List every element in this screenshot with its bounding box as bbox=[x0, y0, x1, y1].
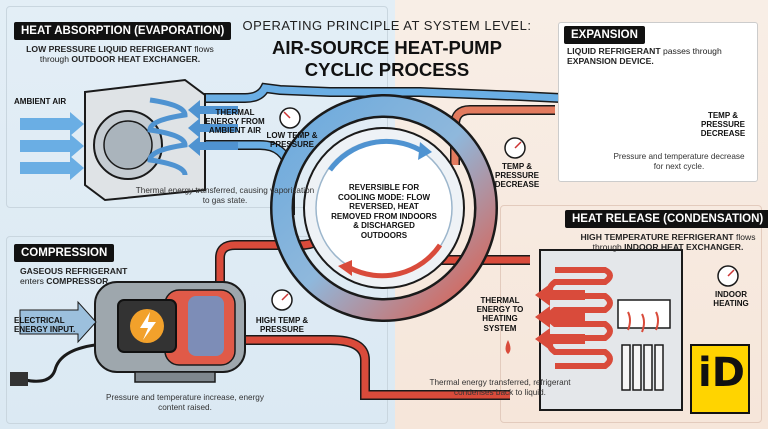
cycle-center-text: REVERSIBLE FOR COOLING MODE: FLOW REVERS… bbox=[331, 183, 437, 240]
expansion-desc-bold-2: EXPANSION DEVICE. bbox=[567, 56, 654, 67]
droplet-icon bbox=[505, 340, 511, 354]
absorption-desc-bold-1: LOW PRESSURE LIQUID REFRIGERANT bbox=[26, 44, 192, 54]
thermal-heating-label: THERMAL ENERGY TO HEATING SYSTEM bbox=[476, 296, 524, 333]
electrical-arrow bbox=[19, 300, 97, 344]
compression-desc-bold: GASEOUS REFRIGERANT bbox=[20, 266, 128, 276]
title-line-2: CYCLIC PROCESS bbox=[304, 58, 470, 80]
cycle-arrow-bottom bbox=[348, 243, 443, 279]
indoor-heating-label: INDOOR HEATING bbox=[713, 290, 749, 309]
absorption-desc-bold-2: OUTDOOR HEAT EXCHANGER. bbox=[71, 54, 201, 65]
expansion-desc-mid: passes through bbox=[660, 46, 722, 56]
power-plug bbox=[10, 372, 28, 386]
release-tag: HEAT RELEASE (CONDENSATION) bbox=[565, 210, 768, 228]
expansion-desc-bold-1: LIQUID REFRIGERANT bbox=[567, 46, 661, 56]
high-temp-label: HIGH TEMP & PRESSURE bbox=[255, 316, 309, 335]
ambient-air-label: AMBIENT AIR bbox=[14, 97, 67, 106]
compression-desc-mid: enters bbox=[20, 276, 47, 287]
compression-caption: Pressure and temperature increase, energ… bbox=[106, 393, 264, 412]
expansion-temp-label: TEMP & PRESSURE DECREASE bbox=[700, 111, 746, 139]
compression-description: GASEOUS REFRIGERANT enters COMPRESSOR. bbox=[20, 266, 140, 287]
electrical-input-label: ELECTRICAL ENERGY INPUT. bbox=[14, 316, 76, 335]
absorption-description: LOW PRESSURE LIQUID REFRIGERANT flows th… bbox=[20, 44, 220, 65]
absorption-caption: Thermal energy transferred, causing vapo… bbox=[135, 186, 315, 205]
absorption-tag: HEAT ABSORPTION (EVAPORATION) bbox=[14, 22, 232, 40]
gauge-indoor bbox=[717, 265, 739, 287]
gauge-temp-decrease bbox=[504, 137, 526, 159]
brand-logo: iD bbox=[690, 344, 750, 414]
expansion-tag: EXPANSION bbox=[564, 26, 645, 44]
low-temp-label: LOW TEMP & PRESSURE bbox=[266, 131, 318, 150]
brand-logo-text: iD bbox=[698, 350, 745, 396]
title-line-1: AIR-SOURCE HEAT-PUMP bbox=[272, 37, 502, 58]
expansion-caption: Pressure and temperature decrease for ne… bbox=[613, 152, 745, 171]
expansion-panel bbox=[558, 22, 758, 182]
release-desc-bold-2: INDOOR HEAT EXCHANGER. bbox=[624, 242, 744, 253]
thermal-to-heating-arrows bbox=[535, 284, 585, 350]
thermal-energy-label: THERMAL ENERGY FROM AMBIENT AIR bbox=[205, 108, 265, 136]
power-cable bbox=[24, 343, 96, 383]
release-desc-bold-1: HIGH TEMPERATURE REFRIGERANT bbox=[580, 232, 734, 242]
compression-desc-bold-2: COMPRESSOR. bbox=[46, 276, 111, 287]
outdoor-unit bbox=[84, 78, 206, 202]
page-title: AIR-SOURCE HEAT-PUMP CYCLIC PROCESS bbox=[232, 37, 542, 81]
release-description: HIGH TEMPERATURE REFRIGERANT flows throu… bbox=[578, 232, 758, 253]
absorption-desc-mid: flows through bbox=[39, 44, 214, 65]
ambient-air-arrows bbox=[20, 112, 84, 180]
gauge-high-temp bbox=[271, 289, 293, 311]
compression-tag: COMPRESSION bbox=[14, 244, 115, 262]
gauge-low-temp bbox=[279, 107, 301, 129]
indoor-unit bbox=[539, 249, 683, 411]
release-desc-mid: flows through bbox=[592, 232, 756, 253]
cycle-arrow-top bbox=[327, 138, 422, 172]
compressor bbox=[94, 281, 246, 383]
thermal-energy-arrows bbox=[188, 100, 238, 156]
temp-decrease-label: TEMP & PRESSURE DECREASE bbox=[494, 162, 540, 190]
release-caption: Thermal energy transferred, refrigerant … bbox=[429, 378, 571, 397]
expansion-description: LIQUID REFRIGERANT passes through EXPANS… bbox=[567, 46, 747, 67]
title-subheading: OPERATING PRINCIPLE AT SYSTEM LEVEL: bbox=[242, 18, 532, 33]
compression-panel bbox=[6, 236, 388, 424]
release-panel bbox=[500, 205, 762, 423]
